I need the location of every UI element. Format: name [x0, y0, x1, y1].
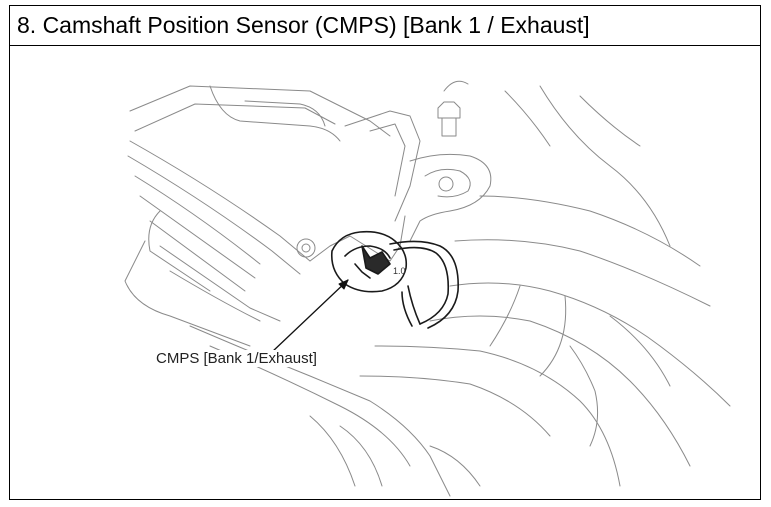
bracket-outline — [309, 215, 406, 262]
bolt-outline — [443, 80, 469, 92]
housing-outline — [139, 195, 256, 279]
housing-outline — [134, 175, 261, 265]
pipe-outline — [609, 315, 671, 387]
callout-leader-line — [271, 279, 349, 353]
pipe-outline — [429, 445, 481, 487]
engine-sensor-illustration: 1.0 — [124, 80, 731, 497]
housing-outline — [129, 140, 311, 262]
housing-outline — [209, 85, 341, 142]
sensor-marking: 1.0 — [393, 266, 406, 276]
block-outline — [189, 325, 451, 497]
pipe-outline — [449, 282, 731, 407]
bolt-hole — [296, 238, 316, 258]
figure-title: 8. Camshaft Position Sensor (CMPS) [Bank… — [17, 12, 590, 38]
pipe-outline — [479, 195, 701, 267]
housing-outline — [127, 155, 301, 275]
bracket-outline — [409, 153, 492, 242]
callout-arrowhead — [338, 279, 349, 290]
pipe-outline — [569, 345, 599, 447]
pipe-outline — [359, 375, 551, 437]
bolt-outline — [441, 117, 457, 137]
pipe-outline — [429, 315, 691, 467]
block-outline — [339, 425, 383, 487]
pipe-outline — [454, 239, 711, 307]
pipe-outline — [539, 85, 671, 247]
pipe-outline — [489, 285, 521, 347]
housing-outline — [244, 100, 326, 127]
housing-outline — [129, 85, 391, 137]
block-outline — [124, 240, 251, 347]
housing-outline — [149, 220, 246, 292]
bracket-outline — [369, 123, 406, 197]
bolt-hole — [301, 243, 311, 253]
diagram-area: 1.0 CMPS [Bank 1/Exhaust] — [10, 46, 760, 499]
pipe-outline — [374, 345, 621, 487]
bolt-outline — [437, 101, 461, 119]
title-bar: 8. Camshaft Position Sensor (CMPS) [Bank… — [10, 6, 760, 46]
bracket-outline — [424, 168, 471, 198]
block-outline — [148, 210, 211, 292]
pipe-outline — [504, 90, 551, 147]
bracket-outline — [344, 110, 421, 222]
figure-frame: 8. Camshaft Position Sensor (CMPS) [Bank… — [9, 5, 761, 500]
housing-outline — [169, 270, 261, 322]
pipe-outline — [579, 95, 641, 147]
bracket-hole — [438, 176, 454, 192]
block-outline — [309, 415, 356, 487]
cmps-sensor — [330, 230, 459, 329]
housing-outline — [134, 103, 336, 132]
pipe-outline — [539, 295, 567, 377]
cmps-callout-label: CMPS [Bank 1/Exhaust] — [155, 350, 318, 367]
housing-outline — [159, 245, 281, 322]
